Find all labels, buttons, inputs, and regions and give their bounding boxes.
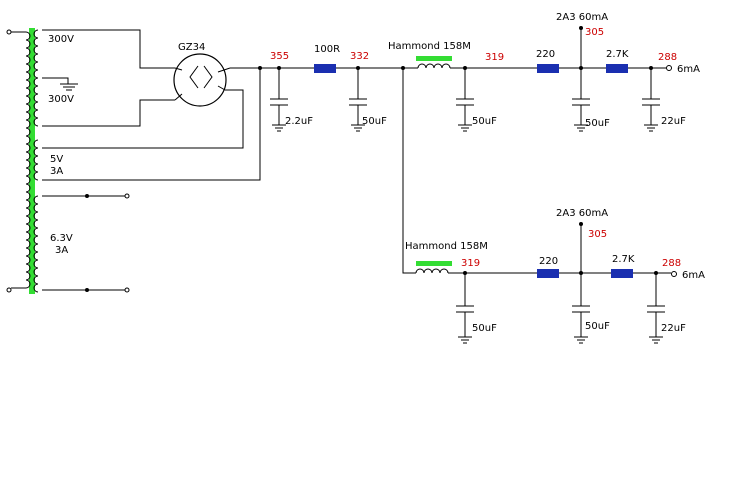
transformer-core — [29, 28, 35, 294]
branch-cap-22u-label: 22uF — [661, 323, 686, 334]
rectifier-label: GZ34 — [178, 42, 205, 53]
resistor-2k7-main — [606, 64, 628, 73]
mains-terminal-top — [6, 29, 12, 35]
branch-voltage-305: 305 — [588, 229, 607, 240]
power-transformer: 300V 300V 5V 3A 6.3V 3A — [6, 28, 74, 294]
rect-amp-label: 3A — [50, 166, 63, 177]
ground-symbol — [60, 83, 78, 91]
branch-output-current-label: 6mA — [682, 270, 705, 281]
cap-50u-b-label: 50uF — [472, 116, 497, 127]
branch-cap-22u — [647, 273, 665, 344]
branch-cap-50u-b-label: 50uF — [585, 321, 610, 332]
branch-resistor-2k7-label: 2.7K — [612, 254, 635, 265]
cap-50u-c — [572, 68, 590, 132]
resistor-2k7-branch — [611, 269, 633, 278]
choke-branch — [415, 268, 449, 274]
main-rail: 355 2.2uF 100R 332 50uF Hammond 158M 319… — [230, 12, 700, 132]
hv-lower-label: 300V — [48, 94, 74, 105]
heater-terminal-top — [124, 193, 130, 199]
cap-2u2-label: 2.2uF — [285, 116, 313, 127]
output-current-label: 6mA — [677, 64, 700, 75]
mains-terminal-bottom — [6, 287, 12, 293]
primary-winding — [25, 31, 31, 289]
resistor-220-branch — [537, 269, 559, 278]
choke-main-core — [416, 56, 452, 61]
cap-22u-label: 22uF — [661, 116, 686, 127]
secondary-wiring — [42, 29, 261, 293]
cap-22u — [642, 68, 660, 132]
resistor-2k7-label: 2.7K — [606, 49, 629, 60]
output-terminal-branch — [671, 271, 677, 277]
cap-50u-b — [456, 68, 474, 132]
rect-volt-label: 5V — [50, 154, 63, 165]
cap-2u2 — [270, 68, 288, 132]
resistor-220-label: 220 — [536, 49, 555, 60]
choke-main — [417, 63, 451, 69]
rectifier-tube: GZ34 — [173, 42, 231, 107]
branch-voltage-319: 319 — [461, 258, 480, 269]
cap-50u-c-label: 50uF — [585, 118, 610, 129]
heater-amp-label: 3A — [55, 245, 68, 256]
branch-tube-load-label: 2A3 60mA — [556, 208, 608, 219]
branch-rail: Hammond 158M 319 50uF 220 2A3 60mA 305 5… — [402, 68, 705, 344]
voltage-332: 332 — [350, 51, 369, 62]
branch-cap-50u-b — [572, 273, 590, 344]
branch-voltage-288: 288 — [662, 258, 681, 269]
voltage-355: 355 — [270, 51, 289, 62]
hv-upper-label: 300V — [48, 34, 74, 45]
resistor-100r — [314, 64, 336, 73]
voltage-305: 305 — [585, 27, 604, 38]
tube-heater-winding — [33, 195, 39, 293]
heater-volt-label: 6.3V — [50, 233, 73, 244]
branch-cap-50u-a-label: 50uF — [472, 323, 497, 334]
cap-50u-a — [349, 68, 367, 132]
rectifier-heater-winding — [33, 139, 39, 181]
voltage-288: 288 — [658, 52, 677, 63]
choke-main-label: Hammond 158M — [388, 41, 471, 52]
choke-branch-core — [416, 261, 452, 266]
voltage-319: 319 — [485, 52, 504, 63]
branch-cap-50u-a — [456, 273, 474, 344]
cap-50u-a-label: 50uF — [362, 116, 387, 127]
resistor-220-main — [537, 64, 559, 73]
resistor-100r-label: 100R — [314, 44, 340, 55]
choke-branch-label: Hammond 158M — [405, 241, 488, 252]
branch-resistor-220-label: 220 — [539, 256, 558, 267]
tube-load-label: 2A3 60mA — [556, 12, 608, 23]
hv-winding — [33, 29, 39, 127]
output-terminal-main — [666, 65, 672, 71]
heater-terminal-bottom — [124, 287, 130, 293]
